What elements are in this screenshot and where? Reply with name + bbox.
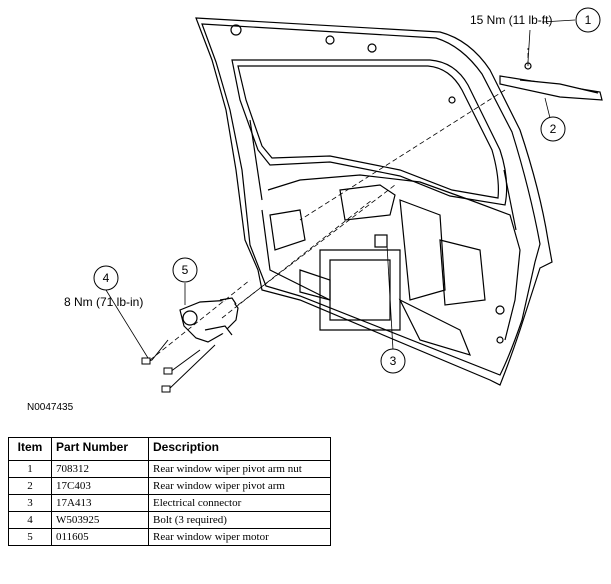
row-part-number: W503925 <box>51 511 149 529</box>
row-description: Rear window wiper pivot arm nut <box>148 460 331 478</box>
callout-3: 3 <box>380 348 406 374</box>
parts-table-header: Item Part Number Description <box>8 437 331 461</box>
row-description: Bolt (3 required) <box>148 511 331 529</box>
row-description: Rear window wiper pivot arm <box>148 477 331 495</box>
svg-text:3: 3 <box>390 354 397 368</box>
table-row: 3 17A413 Electrical connector <box>8 494 331 512</box>
motor-leader <box>237 184 396 306</box>
row-part-number: 708312 <box>51 460 149 478</box>
table-row: 2 17C403 Rear window wiper pivot arm <box>8 477 331 495</box>
row-item: 4 <box>8 511 52 529</box>
figure-id: N0047435 <box>27 402 74 413</box>
table-row: 5 011605 Rear window wiper motor <box>8 528 331 546</box>
bolt-leader <box>149 279 251 361</box>
svg-text:1: 1 <box>585 13 592 27</box>
torque-label-4: 8 Nm (71 lb-in) <box>64 295 143 309</box>
bolts <box>141 339 216 393</box>
svg-text:5: 5 <box>182 263 189 277</box>
row-description: Rear window wiper motor <box>148 528 331 546</box>
row-description: Electrical connector <box>148 494 331 512</box>
wiper-arm <box>499 62 603 101</box>
svg-text:2: 2 <box>550 122 557 136</box>
header-part-number: Part Number <box>51 437 149 461</box>
callout-1: 1 <box>575 7 601 33</box>
parts-table: Item Part Number Description 1 708312 Re… <box>8 437 331 546</box>
wiper-arm-leader <box>299 89 506 221</box>
liftgate-diagram: 1 15 Nm (11 lb-ft) 2 3 4 8 Nm (71 lb-in)… <box>64 7 603 393</box>
row-item: 1 <box>8 460 52 478</box>
row-part-number: 17A413 <box>51 494 149 512</box>
liftgate-panel <box>195 17 553 386</box>
header-item: Item <box>8 437 52 461</box>
row-part-number: 17C403 <box>51 477 149 495</box>
row-item: 3 <box>8 494 52 512</box>
row-part-number: 011605 <box>51 528 149 546</box>
table-row: 1 708312 Rear window wiper pivot arm nut <box>8 460 331 478</box>
svg-text:4: 4 <box>103 271 110 285</box>
motor-leader-2 <box>221 199 373 319</box>
header-description: Description <box>148 437 331 461</box>
table-row: 4 W503925 Bolt (3 required) <box>8 511 331 529</box>
callout-5: 5 <box>172 257 198 283</box>
callout-2: 2 <box>540 116 566 142</box>
callout-4: 4 <box>93 265 119 291</box>
wiper-motor <box>179 297 239 343</box>
torque-label-1: 15 Nm (11 lb-ft) <box>470 13 552 27</box>
row-item: 2 <box>8 477 52 495</box>
row-item: 5 <box>8 528 52 546</box>
